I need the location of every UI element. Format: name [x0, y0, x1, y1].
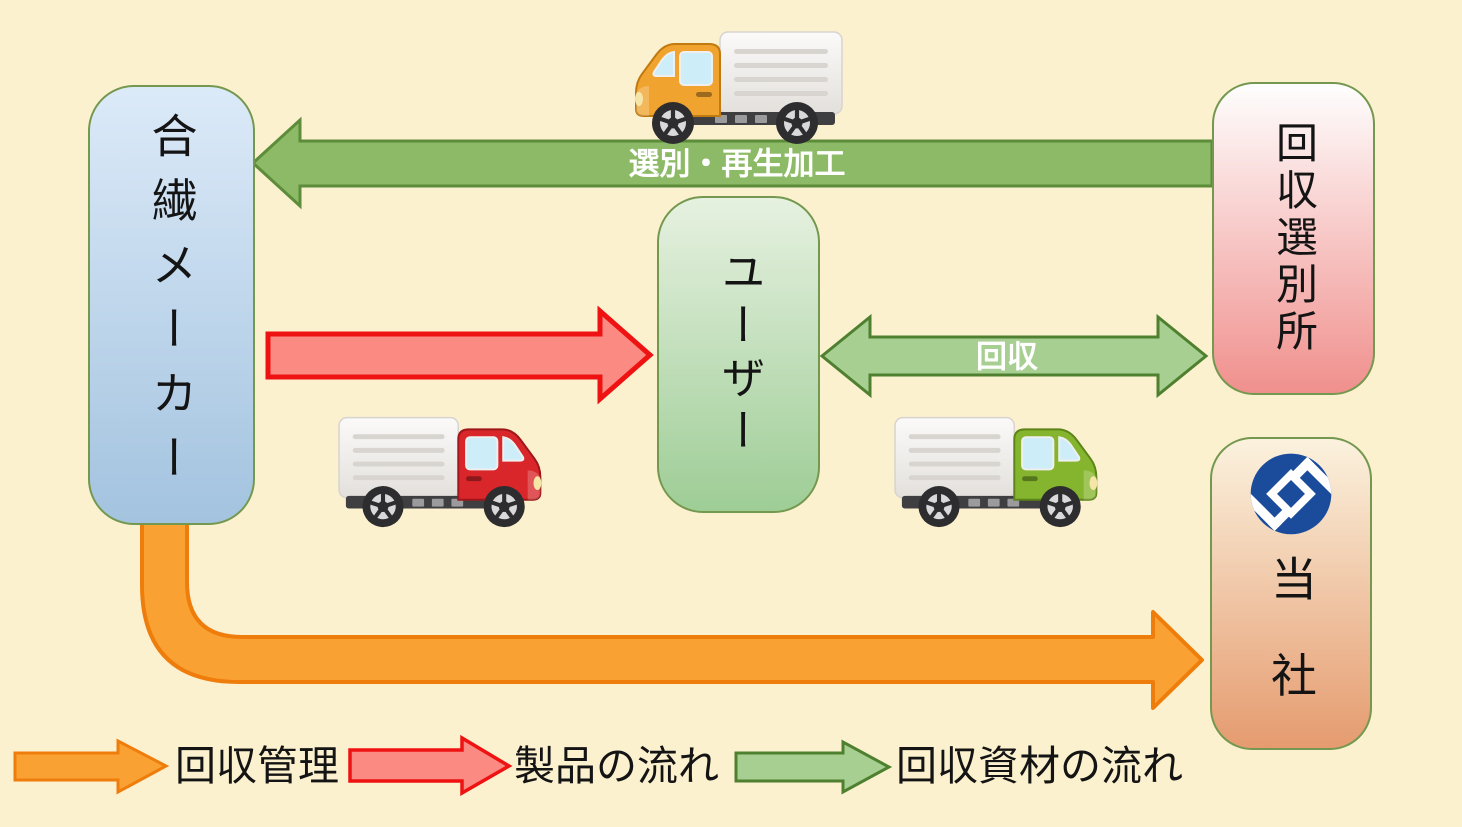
legend-product-arrow — [348, 734, 513, 797]
collect-arrow-label: 回収 — [976, 340, 1038, 375]
legend-management-arrow — [13, 738, 170, 795]
maker-box: 合繊メーカー — [88, 85, 255, 525]
collection-management-arrow — [140, 521, 1204, 710]
maker-box-label: 合繊メーカー — [145, 111, 198, 499]
our-company-box: 当社 — [1210, 437, 1372, 750]
delivery-truck-icon — [336, 402, 561, 531]
legend-label-product-flow: 製品の流れ — [514, 743, 719, 789]
sorting-box-label: 回収選別所 — [1270, 120, 1318, 357]
product-flow-arrow — [265, 305, 654, 405]
legend-collect-arrow — [734, 739, 893, 795]
delivery-truck-icon — [892, 402, 1117, 531]
delivery-truck-icon — [615, 16, 845, 148]
legend-label-collection-management: 回収管理 — [175, 743, 339, 789]
company-box-label: 当社 — [1265, 554, 1317, 748]
legend-label-collected-material-flow: 回収資材の流れ — [896, 743, 1183, 789]
company-logo-icon — [1250, 453, 1332, 535]
user-box-label: ユーザー — [714, 248, 764, 461]
collect-double-arrow — [819, 313, 1209, 399]
user-box: ユーザー — [657, 196, 820, 513]
sorting-center-box: 回収選別所 — [1212, 82, 1375, 395]
recycle-arrow-label: 選別・再生加工 — [629, 147, 846, 182]
